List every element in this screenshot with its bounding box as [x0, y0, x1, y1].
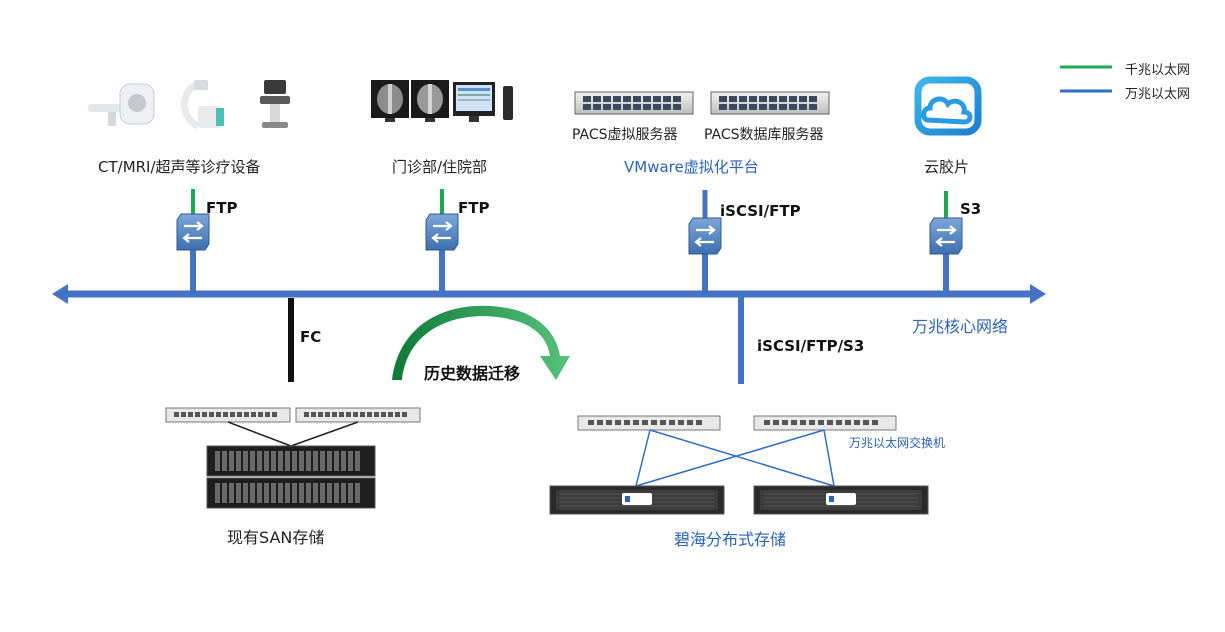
c-arm-icon — [181, 80, 224, 130]
switch-icon — [929, 217, 963, 255]
switch-icon — [176, 213, 210, 251]
pacs-virtual-server-icon — [574, 91, 694, 115]
distributed-cross-links — [635, 429, 835, 487]
migration-arrow — [392, 305, 570, 380]
cloud-film-label: 云胶片 — [924, 158, 970, 176]
tengig-switch-icon — [753, 415, 897, 431]
legend-gigabit-label: 千兆以太网 — [1125, 63, 1191, 78]
clinic-protocol-label: FTP — [458, 199, 490, 217]
storage-node-icon — [753, 485, 929, 515]
distributed-storage-label: 碧海分布式存储 — [674, 530, 787, 549]
ct-scanner-icon — [88, 83, 155, 126]
pacs-virtual-server-label: PACS虚拟服务器 — [572, 127, 678, 143]
tengig-switch-label: 万兆以太网交换机 — [849, 436, 946, 450]
core-backbone — [52, 284, 1046, 304]
san-storage-label: 现有SAN存储 — [227, 528, 325, 547]
tengig-drop-links — [190, 190, 949, 384]
san-disk-array-icon — [206, 477, 376, 509]
vmware-platform-label: VMware虚拟化平台 — [624, 158, 759, 176]
pacs-protocol-label: iSCSI/FTP — [720, 202, 801, 220]
ultrasound-icon — [260, 80, 290, 128]
switch-icon — [688, 217, 722, 255]
san-disk-array-icon — [206, 445, 376, 477]
modality-label: CT/MRI/超声等诊疗设备 — [98, 158, 261, 176]
modality-protocol-label: FTP — [206, 199, 238, 217]
distributed-protocol-label: iSCSI/FTP/S3 — [757, 337, 865, 355]
xray-monitor-icon — [371, 80, 449, 122]
pacs-db-server-icon — [710, 91, 830, 115]
cloud-protocol-label: S3 — [960, 200, 982, 218]
clinic-label: 门诊部/住院部 — [392, 158, 488, 176]
migration-label: 历史数据迁移 — [424, 364, 521, 383]
workstation-icon — [453, 82, 513, 122]
pacs-db-server-label: PACS数据库服务器 — [704, 127, 824, 143]
cloud-film-icon — [914, 76, 982, 136]
tengig-switch-icon — [577, 415, 721, 431]
san-fc-switch-icon — [165, 407, 291, 423]
san-fc-switch-icon — [295, 407, 421, 423]
core-network-label: 万兆核心网络 — [912, 317, 1009, 336]
storage-node-icon — [549, 485, 725, 515]
san-internal-links — [227, 421, 359, 447]
legend-tengig-label: 万兆以太网 — [1125, 87, 1191, 102]
fc-protocol-label: FC — [300, 328, 322, 346]
switch-icon — [425, 213, 459, 251]
gigabit-links — [191, 189, 948, 218]
